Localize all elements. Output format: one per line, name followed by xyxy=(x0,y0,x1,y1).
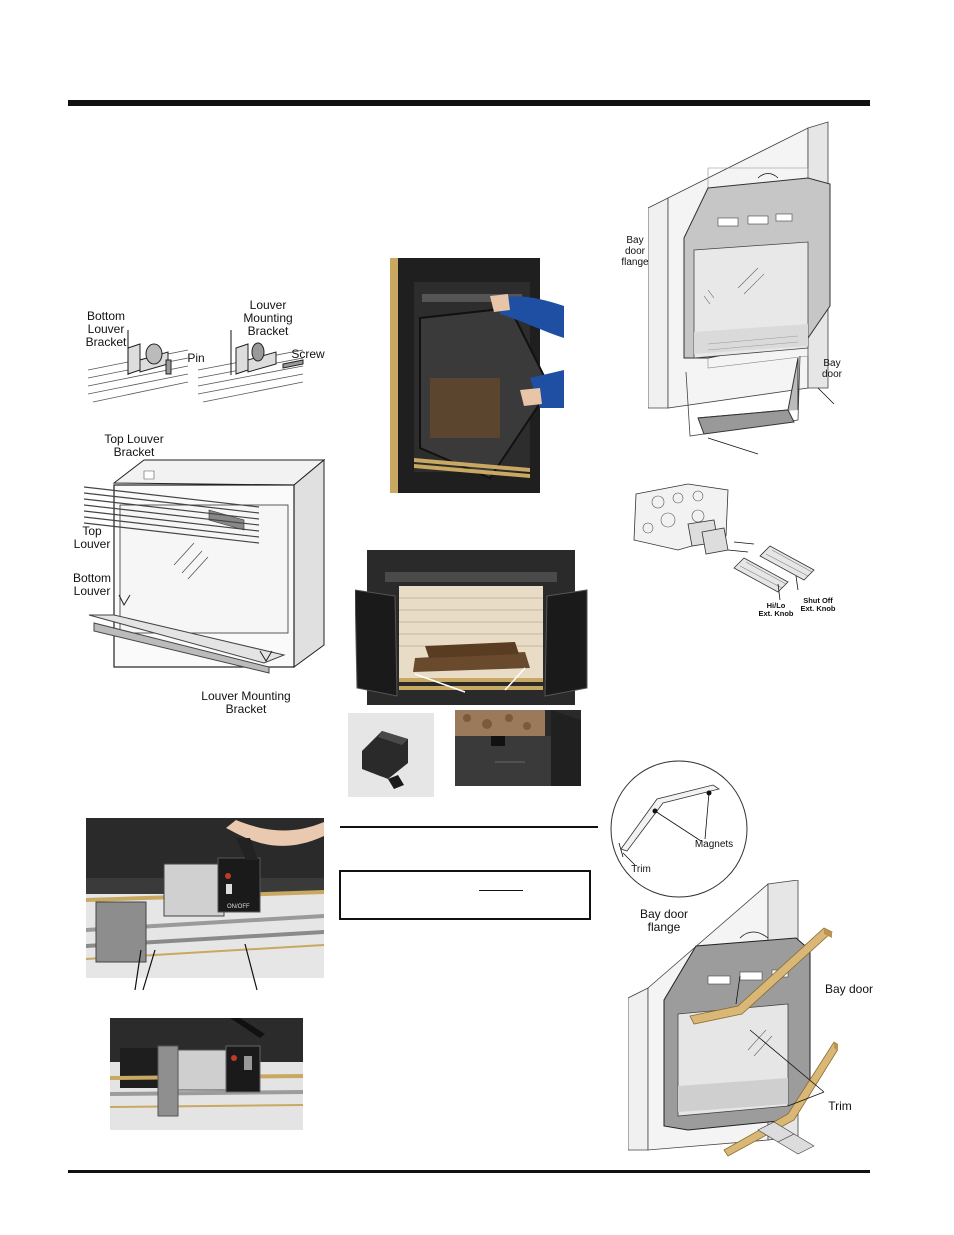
louver-bracket-detail-illustration xyxy=(88,330,308,410)
label-hi-lo-ext-knob: Hi/Lo Ext. Knob xyxy=(758,601,794,618)
label-shut-off-ext-knob: Shut Off Ext. Knob xyxy=(800,596,836,613)
bay-door-exploded-illustration xyxy=(648,118,838,460)
label-trim-inset: Trim xyxy=(631,864,651,875)
label-louver-mounting-bracket: Louver Mounting Bracket xyxy=(201,689,291,716)
magnets-trim-inset xyxy=(609,759,749,899)
fireplace-doors-open-photo xyxy=(355,550,588,705)
label-bay-door-small: Bay door xyxy=(821,358,842,380)
gas-valve-illustration xyxy=(628,480,838,625)
clip-photo xyxy=(348,713,434,797)
installed-switch-photo xyxy=(110,1018,303,1130)
label-bay-door-flange-large: Bay door flange xyxy=(639,907,689,934)
remote-switch-photo: ON/OFF xyxy=(86,818,324,978)
screen-removal-photo xyxy=(390,258,564,493)
label-top-louver: Top Louver xyxy=(73,524,111,551)
label-magnets: Magnets xyxy=(694,839,734,850)
bay-door-trim-illustration xyxy=(628,880,838,1160)
switch-on-off-text: ON/OFF xyxy=(227,904,250,910)
label-louver-mounting-bracket-detail: Louver Mounting Bracket xyxy=(243,298,293,338)
label-screw: Screw xyxy=(291,347,325,361)
middle-section-rule xyxy=(340,826,598,828)
bottom-rule xyxy=(68,1170,870,1173)
clip-installed-photo xyxy=(455,710,581,786)
top-rule xyxy=(68,100,870,106)
label-bottom-louver: Bottom Louver xyxy=(72,571,111,598)
label-bay-door-flange-small: Bay door flange xyxy=(621,235,649,268)
remote-switch-pointers xyxy=(134,943,258,991)
label-bay-door-large: Bay door xyxy=(824,982,874,996)
firebox-louver-illustration xyxy=(84,455,329,685)
label-bottom-louver-bracket: Bottom Louver Bracket xyxy=(85,309,127,349)
label-top-louver-bracket: Top Louver Bracket xyxy=(104,432,164,459)
notice-box xyxy=(339,870,591,920)
notice-underline xyxy=(479,890,523,891)
label-trim: Trim xyxy=(828,1099,852,1113)
label-pin: Pin xyxy=(187,351,205,365)
